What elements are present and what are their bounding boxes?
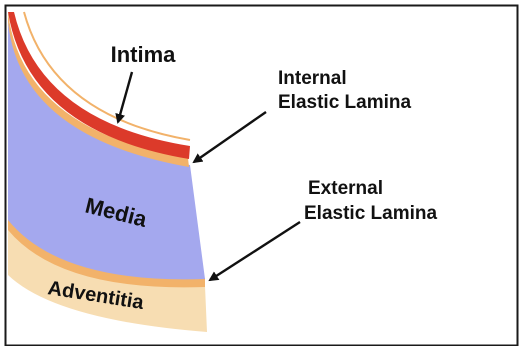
internal-label-line1: Internal (278, 68, 347, 89)
external-label-line1: External (308, 178, 383, 199)
internal-label-line2: Elastic Lamina (278, 92, 411, 113)
external-label-line2: Elastic Lamina (304, 203, 437, 224)
intima-label: Intima (111, 42, 177, 67)
